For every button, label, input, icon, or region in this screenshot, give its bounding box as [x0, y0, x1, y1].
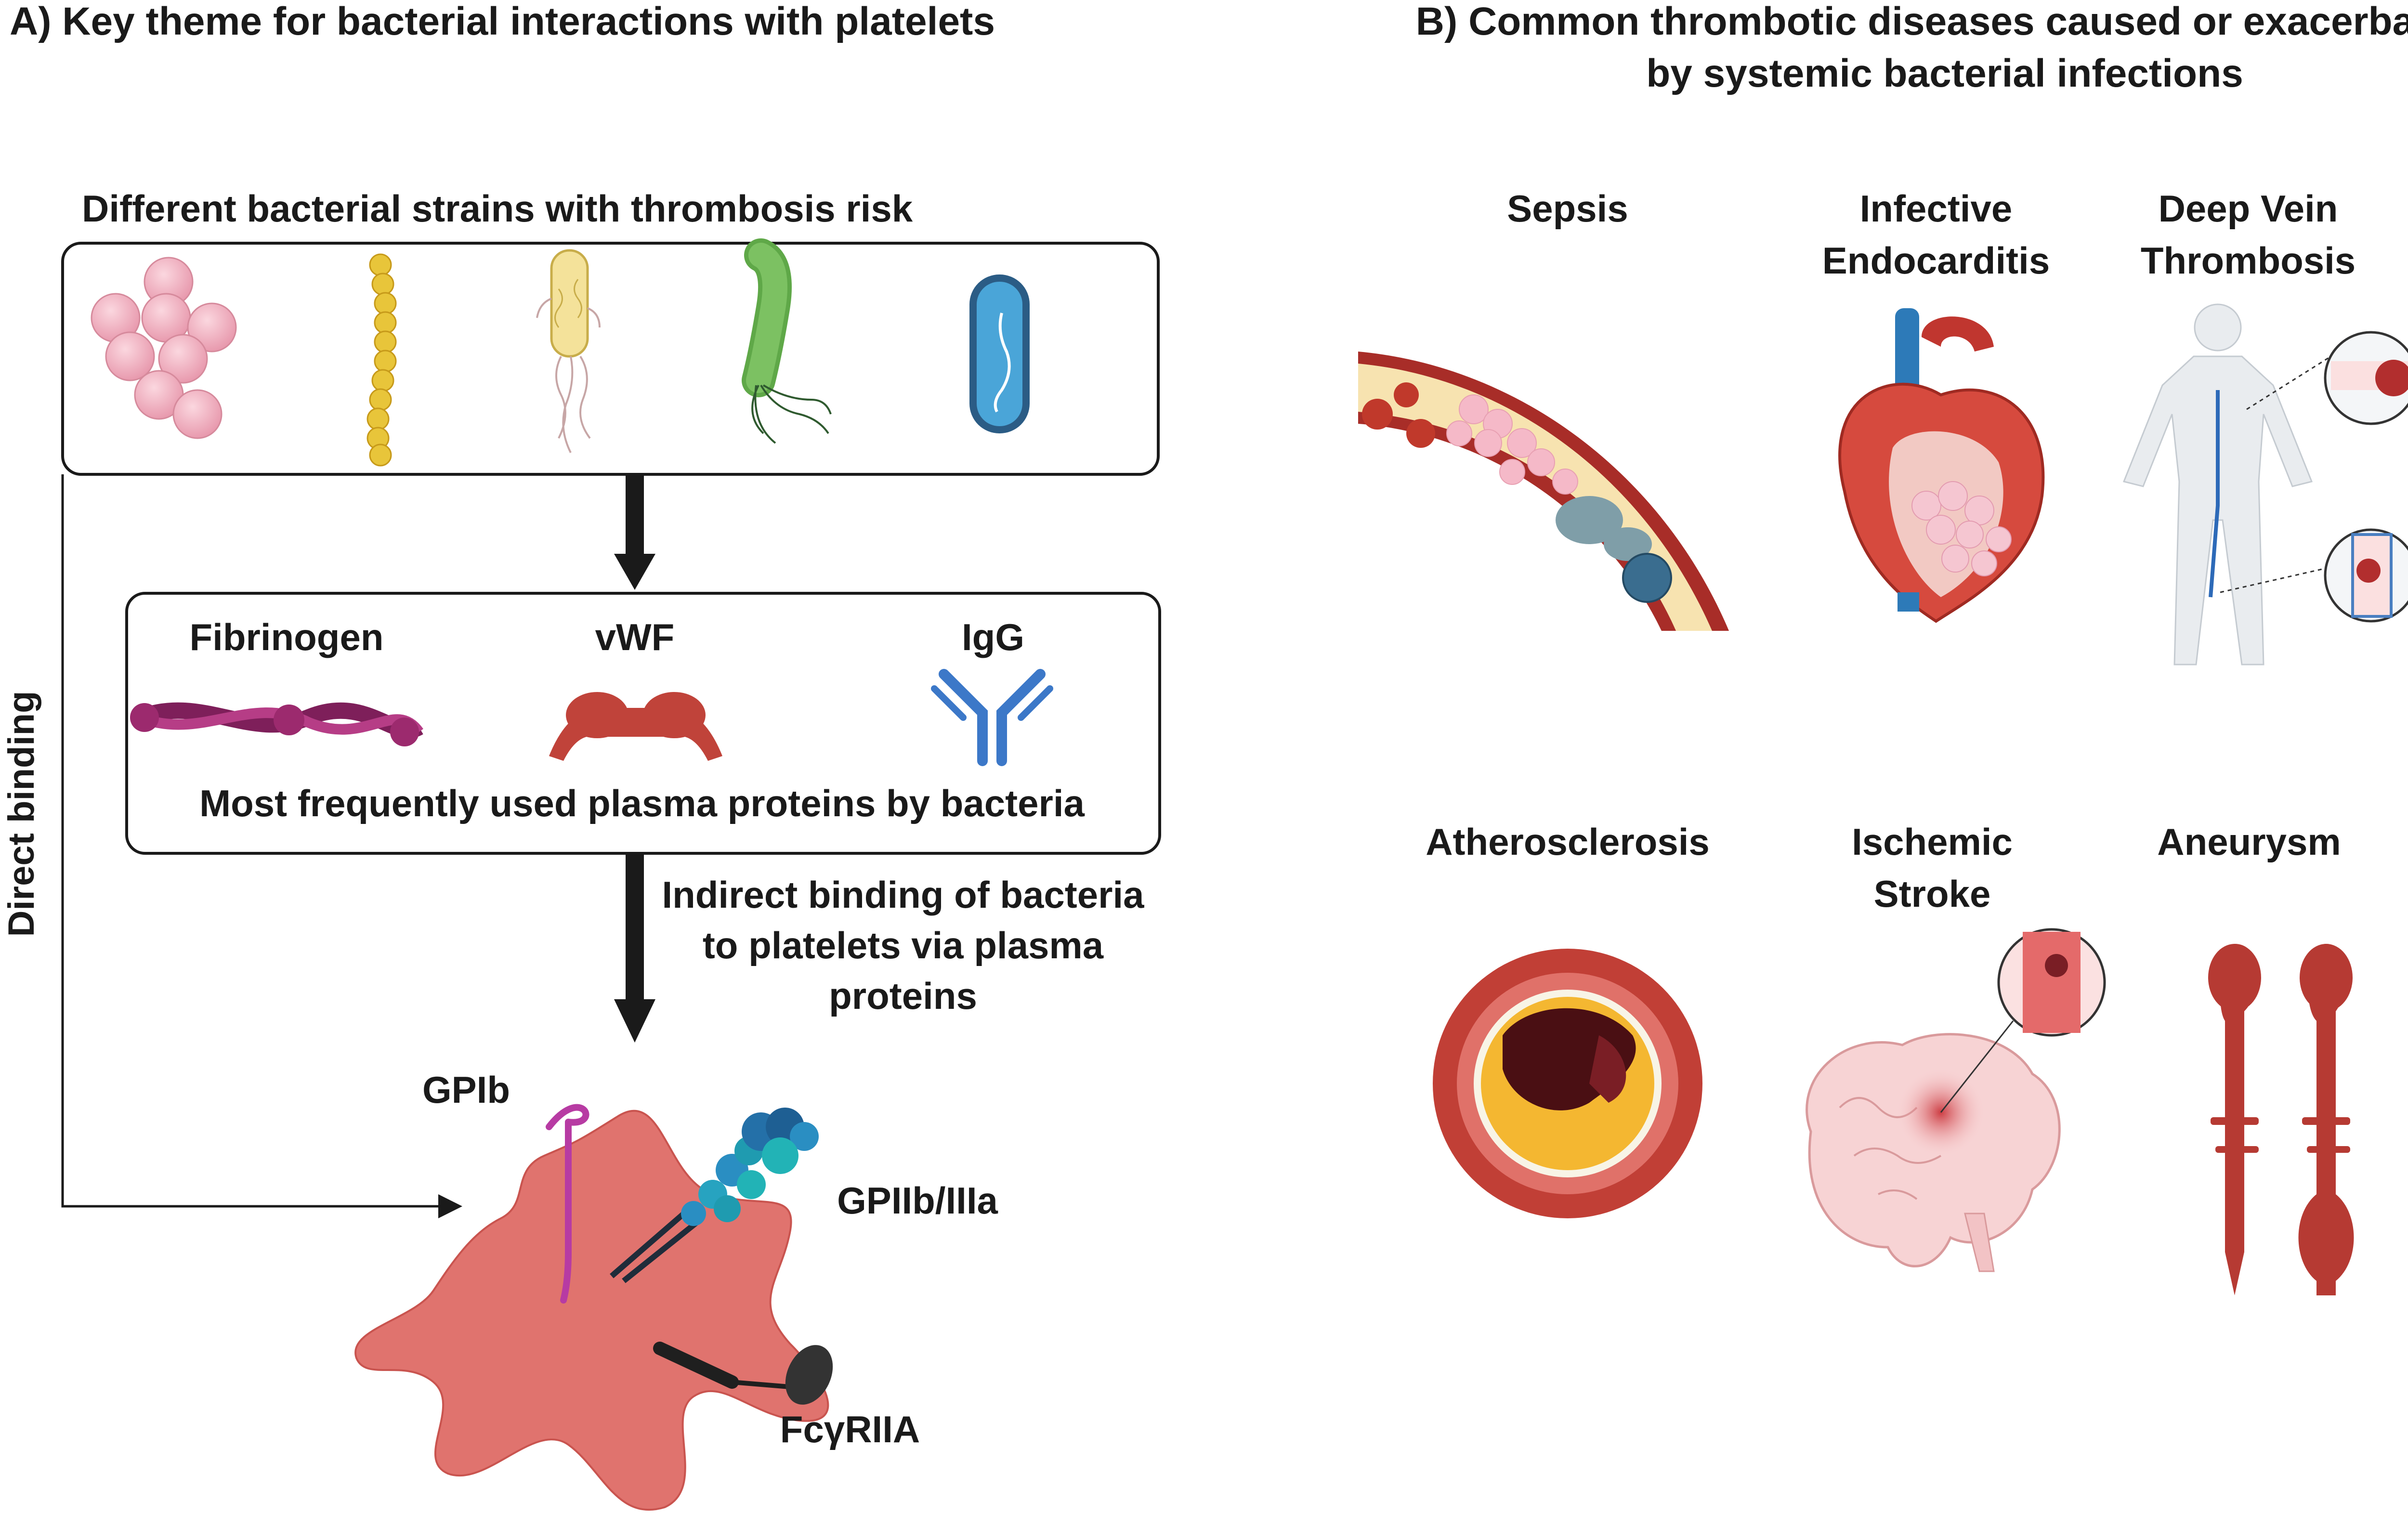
- indirect-binding-line-1: Indirect binding of bacteria: [662, 874, 1144, 916]
- strains-heading: Different bacterial strains with thrombo…: [82, 187, 913, 230]
- heart-icon: [1838, 308, 2045, 623]
- disease-label-dvt-1: Deep Vein: [2159, 187, 2338, 230]
- gpiibiiia-label: GPIIb/IIIa: [837, 1179, 998, 1222]
- direct-binding-line: [61, 474, 462, 1218]
- dvt-upper-clot: [2375, 360, 2408, 396]
- dvt-lower-clot: [2356, 559, 2381, 583]
- staphylococcus-icon: [91, 257, 237, 439]
- sepsis-vessel-icon: [1358, 352, 1729, 631]
- disease-label-endocarditis-2: Endocarditis: [1822, 239, 2050, 282]
- indirect-binding-line-2: to platelets via plasma: [703, 924, 1104, 966]
- streptococcus-icon: [366, 253, 397, 467]
- vwf-label: vWF: [595, 616, 675, 658]
- stroke-pointer: [1940, 1020, 2014, 1113]
- platelet-icon: [354, 1109, 829, 1511]
- direct-binding-label: Direct binding: [1, 691, 42, 937]
- arrowhead-bacteria-to-proteins: [614, 554, 655, 590]
- indirect-binding-line-3: proteins: [829, 975, 977, 1017]
- disease-label-sepsis: Sepsis: [1507, 187, 1628, 230]
- bacteria-box: [61, 242, 1160, 476]
- aneurysm-icon: [2208, 944, 2354, 1295]
- disease-label-stroke-1: Ischemic: [1852, 821, 2013, 863]
- igg-icon: [931, 669, 1053, 766]
- atherosclerosis-icon: [1433, 949, 1702, 1218]
- disease-label-dvt-2: Thrombosis: [2141, 239, 2356, 282]
- disease-label-endocarditis-1: Infective: [1860, 187, 2012, 230]
- brain-icon: [1806, 1033, 2061, 1272]
- fcgriia-label: FcγRIIA: [780, 1408, 920, 1450]
- panel-b-title-line-2: by systemic bacterial infections: [1646, 52, 2243, 95]
- blue-bacillus-icon: [969, 274, 1030, 433]
- rod-bacterium-icon: [536, 249, 601, 453]
- stroke-zoom-vessel: [2023, 932, 2081, 1033]
- panel-b-title-line-1: B) Common thrombotic diseases caused or …: [1416, 0, 2408, 43]
- fcgriia-receptor-icon: [653, 1342, 833, 1405]
- gpib-label: GPIb: [422, 1069, 510, 1111]
- panel-a-title: A) Key theme for bacterial interactions …: [10, 0, 995, 43]
- disease-label-aneurysm: Aneurysm: [2157, 821, 2341, 863]
- fibrinogen-label: Fibrinogen: [190, 616, 384, 658]
- arrowhead-proteins-to-platelet: [614, 999, 655, 1043]
- proteins-caption: Most frequently used plasma proteins by …: [199, 782, 1085, 824]
- curved-bacterium-icon: [742, 238, 832, 444]
- igg-label: IgG: [962, 616, 1024, 658]
- gpiibiiia-receptor-icon: [610, 1108, 819, 1283]
- fibrinogen-icon: [130, 702, 423, 746]
- dvt-upper-pointer: [2246, 355, 2331, 410]
- dvt-lower-pointer: [2220, 567, 2327, 593]
- dvt-vein-icon: [2209, 390, 2220, 598]
- disease-label-stroke-2: Stroke: [1874, 873, 1991, 915]
- gpib-receptor-icon: [546, 1104, 589, 1304]
- vwf-icon: [549, 692, 722, 761]
- disease-label-atherosclerosis: Atherosclerosis: [1426, 821, 1710, 863]
- stroke-zoom-clot: [2045, 954, 2068, 977]
